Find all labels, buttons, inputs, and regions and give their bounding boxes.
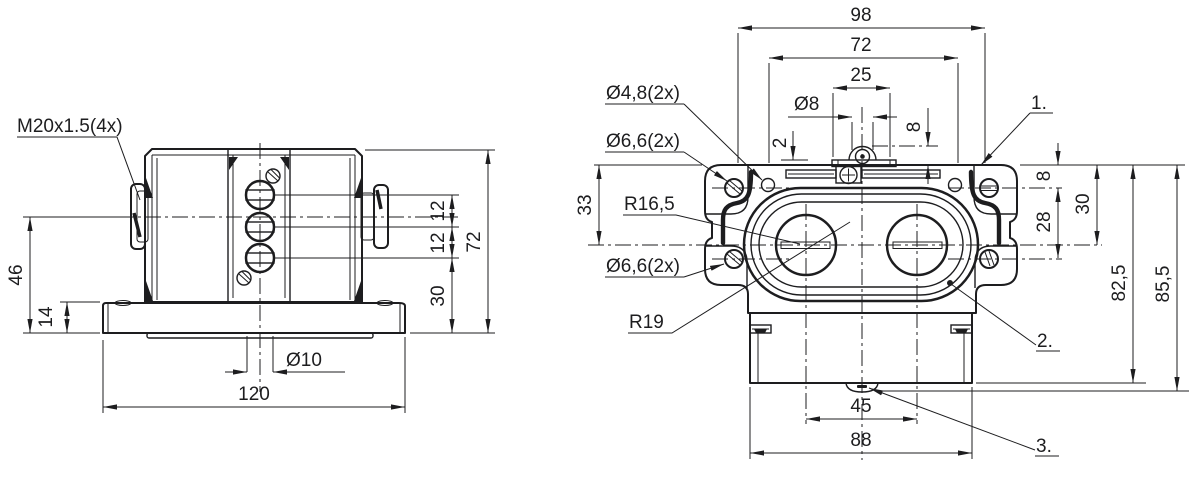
- label-dia48: Ø4,8(2x): [606, 83, 680, 104]
- front-body-outline: [144, 148, 363, 303]
- label-dia66-lower: Ø6,6(2x): [606, 256, 680, 277]
- clip-right: [968, 169, 1002, 246]
- pin-hole-right: [947, 177, 963, 193]
- dim-825-label: 82,5: [1109, 265, 1130, 302]
- dim-33-label: 33: [575, 194, 596, 215]
- dim-30-top-label: 30: [1073, 193, 1094, 214]
- lug-plate: [831, 159, 897, 168]
- label-r19: R19: [629, 312, 664, 333]
- dim-dia8-label: Ø8: [794, 94, 819, 115]
- dim-120-label: 120: [238, 384, 270, 405]
- dim-28-label: 28: [1034, 211, 1055, 232]
- callout-2-label: 2.: [1037, 331, 1053, 352]
- front-center-column: [227, 150, 291, 302]
- dim-88-label: 88: [850, 430, 871, 451]
- callout-1-label: 1.: [1031, 93, 1047, 114]
- dim-12-upper-label: 12: [428, 200, 449, 221]
- dim-8-lug-label: 8: [904, 122, 925, 133]
- dim-855-label: 85,5: [1153, 266, 1174, 303]
- front-dimensions: 46 14 12 12 30 72 120 Ø10 M20x1.5(4x): [6, 116, 495, 413]
- dim-72-front-label: 72: [464, 231, 485, 252]
- dim-45-label: 45: [850, 396, 871, 417]
- front-view: [23, 143, 462, 392]
- callout-3-label: 3.: [1036, 436, 1052, 457]
- dim-30-front-label: 30: [428, 285, 449, 306]
- dim-12-lower-label: 12: [428, 232, 449, 253]
- lower-body: [749, 313, 973, 384]
- top-flange-outline: [704, 164, 1018, 314]
- label-r165: R16,5: [624, 194, 675, 215]
- dim-2-label: 2: [770, 138, 791, 149]
- top-view: [588, 107, 1102, 460]
- label-dia66-upper: Ø6,6(2x): [606, 131, 680, 152]
- pin-hole-left: [760, 177, 776, 193]
- callout-2-dot: [947, 280, 953, 286]
- top-dimensions: 98 72 25 Ø8 2 8 33 8 28 30 82,5 85,5 45 …: [575, 5, 1189, 459]
- dim-46-label: 46: [6, 264, 27, 285]
- dim-14-label: 14: [36, 306, 57, 328]
- dim-72-top-label: 72: [850, 35, 871, 56]
- dim-98-label: 98: [850, 5, 871, 26]
- front-base-flange: [102, 302, 406, 334]
- top-labels: Ø4,8(2x) Ø6,6(2x) R16,5 Ø6,6(2x) R19 1. …: [605, 83, 1060, 457]
- thread-note-m20: M20x1.5(4x): [17, 116, 123, 137]
- cover-screws-front: [236, 168, 281, 286]
- front-base-slot-right: [376, 300, 394, 306]
- dim-dia10-label: Ø10: [286, 350, 322, 371]
- dim-8-right-label: 8: [1034, 171, 1055, 182]
- front-base-slot-left: [114, 300, 132, 306]
- dim-25-label: 25: [850, 65, 871, 86]
